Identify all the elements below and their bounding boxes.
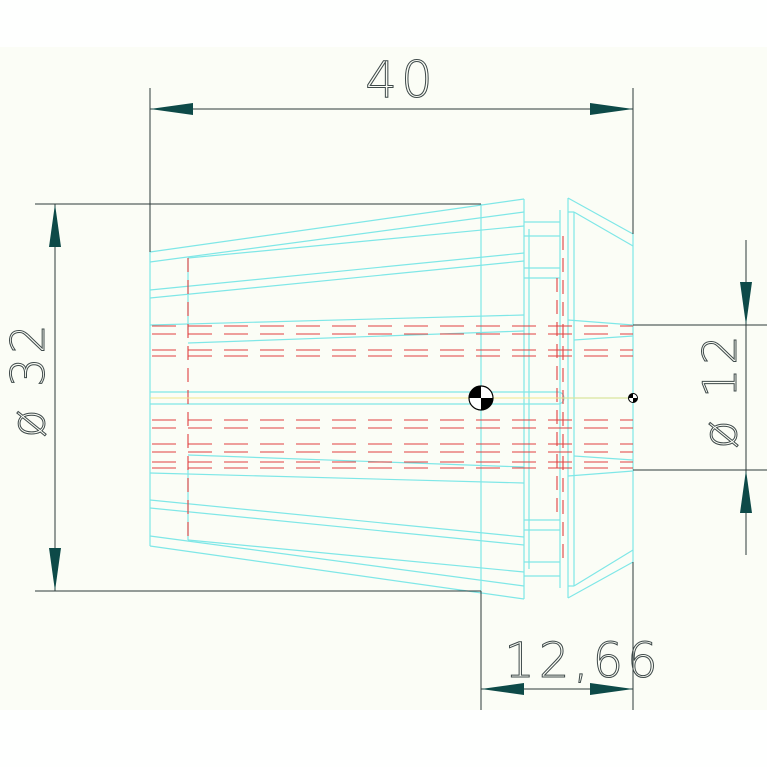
reference-point-icon	[628, 393, 638, 403]
arrow-right-40	[590, 103, 633, 115]
arrow-left-40	[150, 103, 193, 115]
dimension-bore-diameter: ø 12	[693, 331, 747, 448]
dimension-overall-length: 40	[365, 51, 437, 109]
arrow-top-32	[49, 204, 61, 247]
arrow-left-1266	[481, 683, 524, 695]
dimension-head-length: 12,66	[504, 633, 661, 689]
dimension-arrows	[49, 103, 752, 695]
dimension-outer-diameter: ø 32	[1, 320, 55, 437]
centroid-symbol-icon	[468, 385, 494, 411]
arrow-top-12	[740, 282, 752, 325]
arrow-right-1266	[590, 683, 633, 695]
arrow-bottom-32	[49, 548, 61, 591]
drawing-sheet	[0, 47, 767, 710]
arrow-bottom-12	[740, 470, 752, 513]
hidden-bore-lines	[152, 325, 633, 469]
dimension-lines	[35, 88, 767, 710]
